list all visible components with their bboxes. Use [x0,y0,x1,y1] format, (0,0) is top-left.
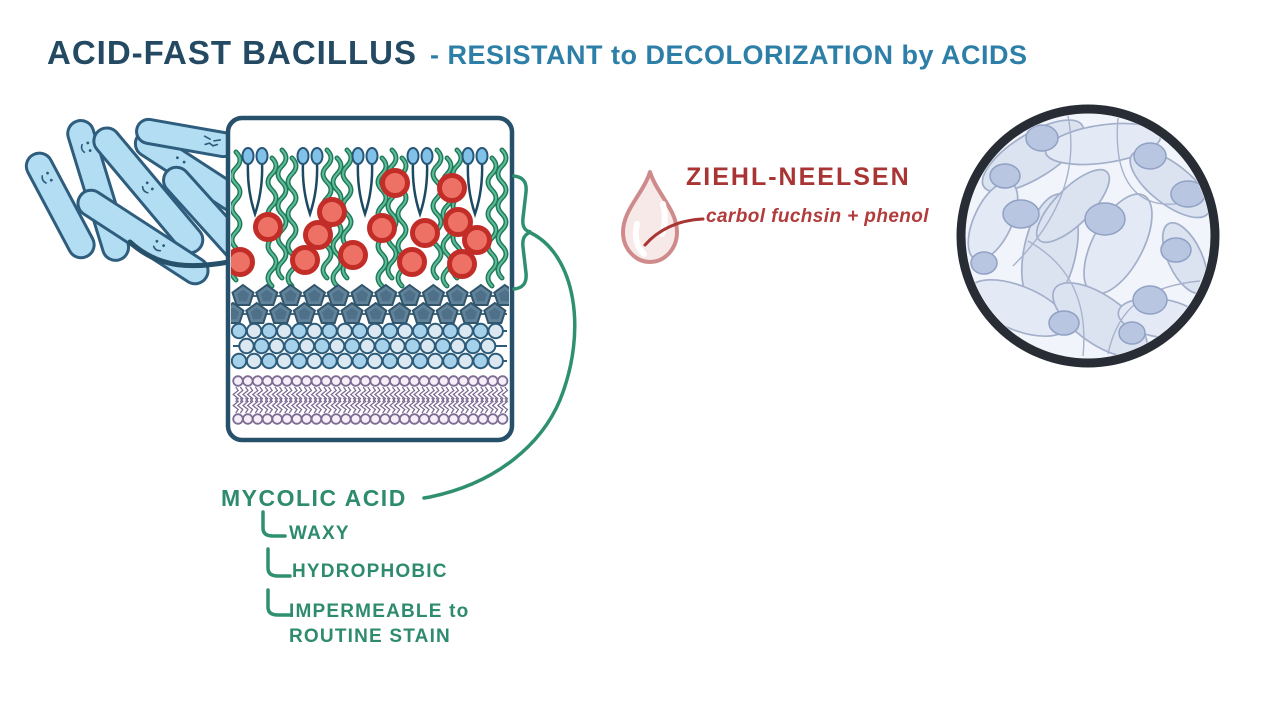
page-title-row: ACID-FAST BACILLUS - RESISTANT to DECOLO… [47,34,1027,72]
microscope-view [956,104,1220,368]
property-list-connectors [261,510,292,617]
zoom-connector-line [127,239,232,269]
page-title: ACID-FAST BACILLUS [47,34,417,71]
composition-pointer-line [643,217,705,247]
page-subtitle: - RESISTANT to DECOLORIZATION by ACIDS [429,40,1028,70]
cell-wall-diagram [225,115,515,443]
cell-wall-layers [231,146,509,425]
bacteria-rods-illustration [24,117,251,286]
property-waxy: WAXY [289,523,350,544]
droplet-icon [621,170,679,264]
property-impermeable: IMPERMEABLE to ROUTINE STAIN [289,601,470,648]
property-hydrophobic: HYDROPHOBIC [292,561,448,582]
ziehl-neelsen-label: ZIEHL-NEELSEN [686,163,911,191]
mycolic-acid-bracket [422,174,577,500]
mycolic-acid-label: MYCOLIC ACID [221,485,407,511]
stain-composition-label: carbol fuchsin + phenol [706,206,929,227]
